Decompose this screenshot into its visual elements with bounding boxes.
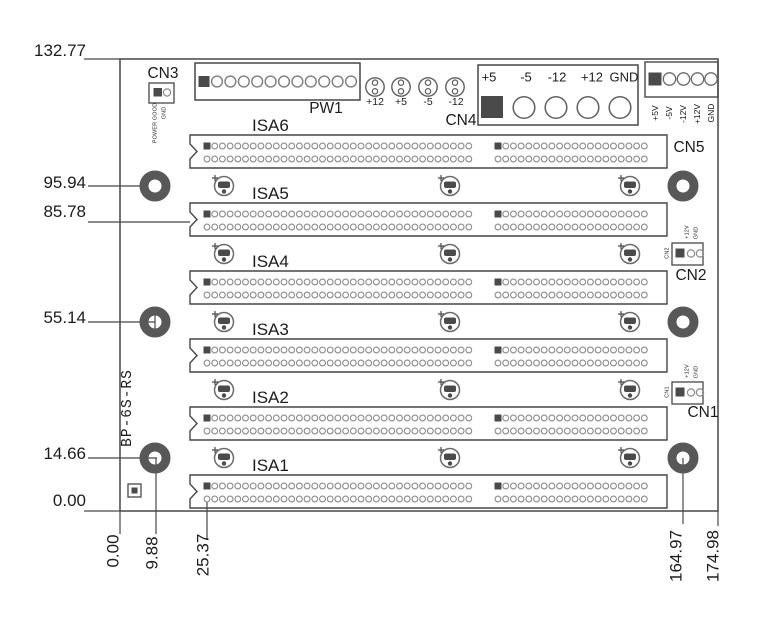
dimension-leader-lines <box>84 58 719 540</box>
capacitor <box>212 175 235 197</box>
cn4-pin-label-plus5: +5 <box>481 69 497 85</box>
isa-slot <box>189 338 668 373</box>
pw1-connector-body <box>194 62 361 101</box>
isa-slot <box>189 406 668 441</box>
cn5-pin-label-plus12v: +12V <box>691 103 702 125</box>
dim-bottom-164-97: 164.97 <box>666 530 686 582</box>
dim-bottom-0-00: 0.00 <box>103 534 123 568</box>
mounting-hole <box>139 170 171 202</box>
testpoint-label-plus5: +5 <box>395 96 407 108</box>
cn3-label: CN3 <box>147 65 179 82</box>
testpoint-label-minus5: -5 <box>423 96 433 108</box>
mounting-holes <box>139 170 699 474</box>
isa-slot <box>189 474 668 509</box>
isa-slot <box>189 134 668 169</box>
cn3-pin-label-power-good: POWER GOOD <box>152 102 159 144</box>
fiducial-mark <box>127 483 142 498</box>
cn2-connector-body <box>671 242 705 266</box>
capacitor <box>618 175 641 197</box>
cn5-label: CN5 <box>673 139 705 156</box>
cn1-side-label: CN1 <box>664 386 671 398</box>
testpoints <box>365 77 465 97</box>
mounting-hole <box>139 306 171 338</box>
cn2-side-label: CN2 <box>664 247 671 259</box>
isa-slot <box>189 202 668 237</box>
testpoint <box>391 77 411 97</box>
capacitor <box>438 175 461 197</box>
cn5-pin-label-gnd: GND <box>705 103 716 123</box>
cn5-pin-label-minus12v: -12V <box>677 105 688 123</box>
dim-left-95-94: 95.94 <box>43 173 86 192</box>
cn4-label: CN4 <box>445 112 477 129</box>
cn3-connector-body <box>148 82 175 104</box>
mounting-hole <box>139 442 171 474</box>
mounting-hole <box>667 306 699 338</box>
dim-bottom-25-37: 25.37 <box>193 533 213 577</box>
dim-bottom-9-88: 9.88 <box>142 536 162 570</box>
testpoint <box>365 77 385 97</box>
capacitor <box>212 311 235 333</box>
slot-label-isa2: ISA2 <box>252 388 289 407</box>
board-name-label: BP-6S-RS <box>119 369 136 447</box>
cn1-pin-label-plus12v: +12V <box>684 364 691 378</box>
capacitor <box>618 447 641 469</box>
cn1-connector-body <box>671 381 705 405</box>
capacitor <box>438 379 461 401</box>
isa-slot <box>189 270 668 305</box>
dim-left-132-77: 132.77 <box>34 41 86 60</box>
cn1-label: CN1 <box>687 404 719 421</box>
capacitor <box>212 243 235 265</box>
testpoint <box>445 77 465 97</box>
cn5-pads <box>662 72 718 86</box>
cn2-label: CN2 <box>675 267 707 284</box>
cn1-pin-label-gnd: GND <box>693 365 700 379</box>
capacitor <box>618 243 641 265</box>
capacitor <box>212 447 235 469</box>
slot-label-isa5: ISA5 <box>252 184 289 203</box>
capacitor <box>438 243 461 265</box>
capacitor <box>438 447 461 469</box>
capacitor <box>438 311 461 333</box>
cn3-pin-label-gnd: GND <box>161 106 168 120</box>
cn5-pin-label-plus5v: +5V <box>649 105 660 121</box>
dim-bottom-174-98: 174.98 <box>703 530 723 582</box>
capacitor <box>618 379 641 401</box>
cn4-connector-body <box>477 64 639 126</box>
slot-label-isa4: ISA4 <box>252 252 289 271</box>
board-outline <box>119 58 719 512</box>
capacitor <box>618 311 641 333</box>
slot-label-isa1: ISA1 <box>252 456 289 475</box>
capacitor <box>212 379 235 401</box>
cn4-pads <box>512 95 632 120</box>
slot-label-isa6: ISA6 <box>252 116 289 135</box>
cn4-pin-label-minus12: -12 <box>547 69 567 85</box>
capacitors <box>212 175 641 469</box>
testpoint-label-minus12: -12 <box>448 96 464 108</box>
testpoint-label-plus12: +12 <box>366 96 384 108</box>
cn4-pin-label-plus12: +12 <box>580 69 604 85</box>
pw1-pins <box>198 75 358 88</box>
dim-left-85-78: 85.78 <box>43 202 86 221</box>
cn2-pin-label-gnd: GND <box>693 226 700 240</box>
pw1-label: PW1 <box>309 100 343 117</box>
mounting-hole <box>667 170 699 202</box>
mounting-hole <box>667 442 699 474</box>
slot-label-isa3: ISA3 <box>252 320 289 339</box>
cn4-pin-label-minus5: -5 <box>520 69 532 85</box>
testpoint <box>418 77 438 97</box>
dim-left-0-00: 0.00 <box>52 491 86 510</box>
dim-left-14-66: 14.66 <box>43 444 86 463</box>
cn2-pin-label-plus12v: +12V <box>684 225 691 239</box>
cn5-pin-label-minus5v: -5V <box>663 106 674 120</box>
dim-left-55-14: 55.14 <box>43 308 86 327</box>
cn4-pin-label-gnd: GND <box>609 69 639 85</box>
